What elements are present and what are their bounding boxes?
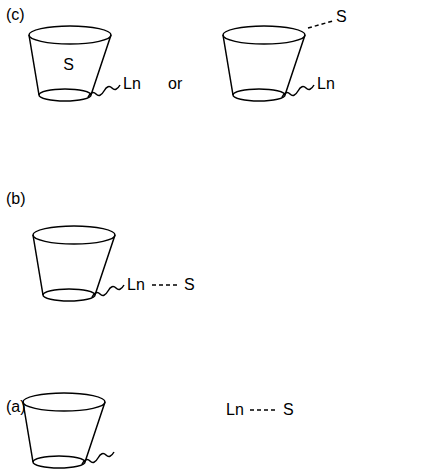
panel-label: (b): [6, 190, 26, 208]
dashed-bond: [308, 21, 333, 28]
panel-label: (c): [6, 6, 25, 24]
substrate-label: S: [184, 276, 195, 294]
ligand-chain: [282, 85, 314, 97]
conjunction-text: or: [168, 75, 182, 93]
cyclodextrin-cone: [223, 26, 305, 101]
lanthanide-label: Ln: [317, 75, 335, 93]
lanthanide-label: Ln: [123, 75, 141, 93]
lanthanide-label: Ln: [127, 276, 145, 294]
substrate-label: S: [283, 401, 294, 419]
substrate-label: S: [336, 8, 347, 26]
cyclodextrin-cone: S: [28, 25, 114, 105]
cyclodextrin-cone: [33, 226, 115, 301]
panel-label: (a): [6, 398, 26, 416]
ligand-chain: [82, 452, 114, 464]
lanthanide-label: Ln: [226, 401, 244, 419]
substrate-label: S: [63, 56, 74, 74]
dashed-bond: [250, 409, 278, 411]
cyclodextrin-cone: [23, 393, 105, 468]
ligand-chain: [92, 285, 124, 297]
dashed-bond: [152, 284, 180, 286]
